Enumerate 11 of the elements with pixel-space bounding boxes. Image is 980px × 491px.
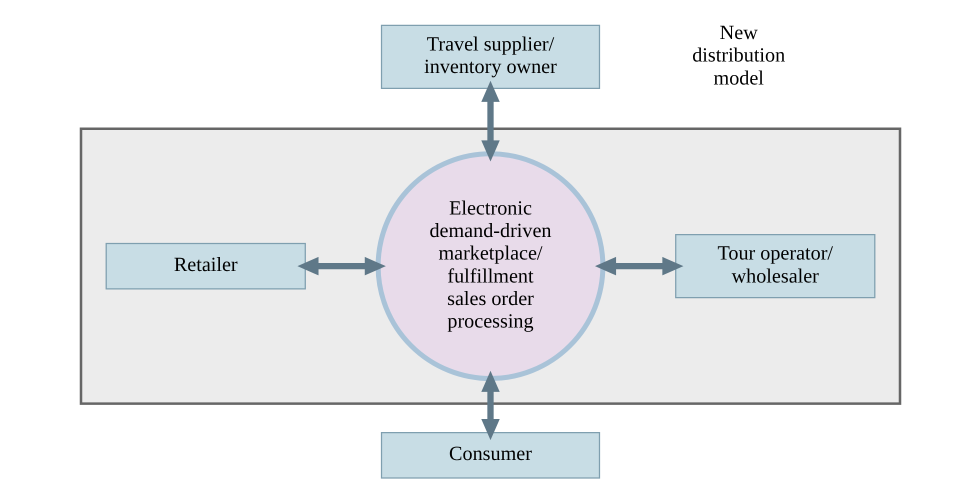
node-box: Travel supplier/ inventory owner	[380, 24, 600, 88]
label: New distribution model	[692, 21, 785, 89]
cluster	[79, 126, 901, 404]
arrow	[296, 256, 386, 275]
node-box: Tour operator/ wholesaler	[674, 234, 875, 298]
arrow	[594, 256, 683, 275]
arrow	[480, 370, 500, 440]
node-box: Retailer	[105, 242, 306, 289]
arrow	[480, 80, 500, 161]
node-box: Consumer	[380, 431, 600, 478]
node-circle: Electronic demand-driven marketplace/ fulfillment sales order processing	[375, 150, 605, 381]
